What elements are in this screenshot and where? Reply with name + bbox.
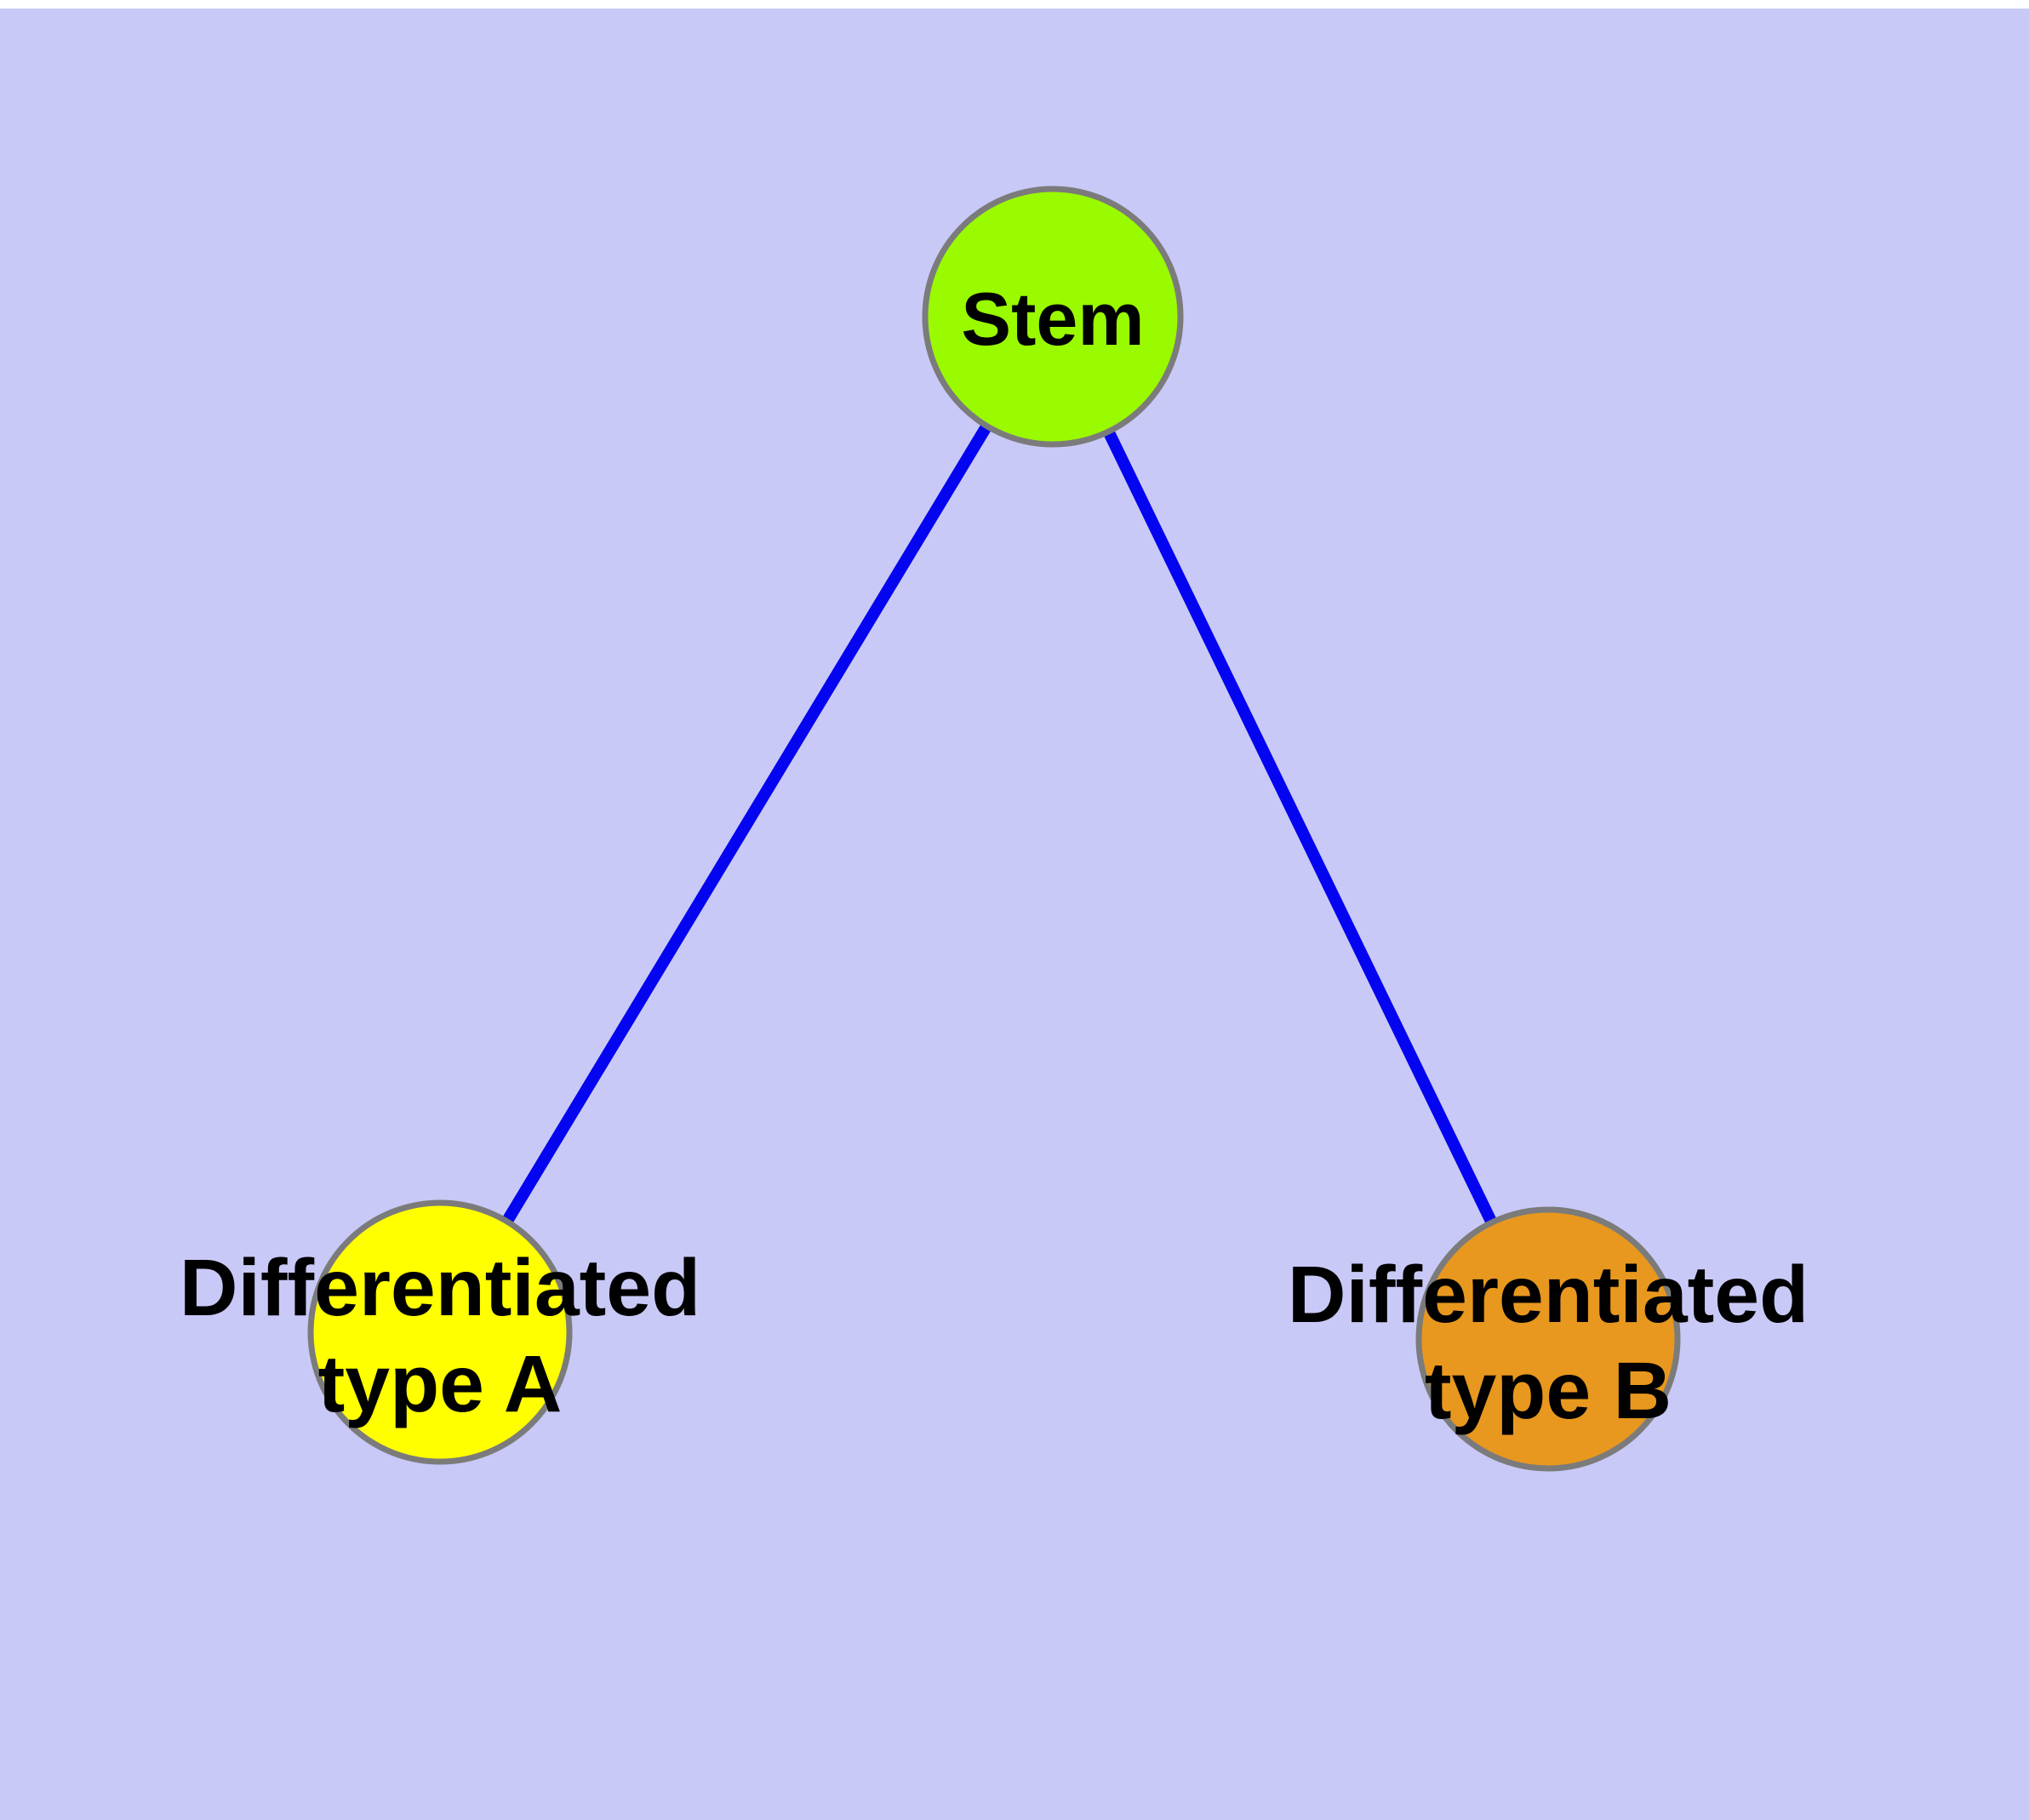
node-circle-stem <box>922 186 1184 448</box>
edge-stem-to-differentiated-type-b <box>1047 313 1554 1342</box>
node-circle-differentiated-type-a <box>307 1199 573 1465</box>
edge-stem-to-differentiated-type-a <box>435 313 1058 1336</box>
node-circle-differentiated-type-b <box>1415 1206 1681 1472</box>
